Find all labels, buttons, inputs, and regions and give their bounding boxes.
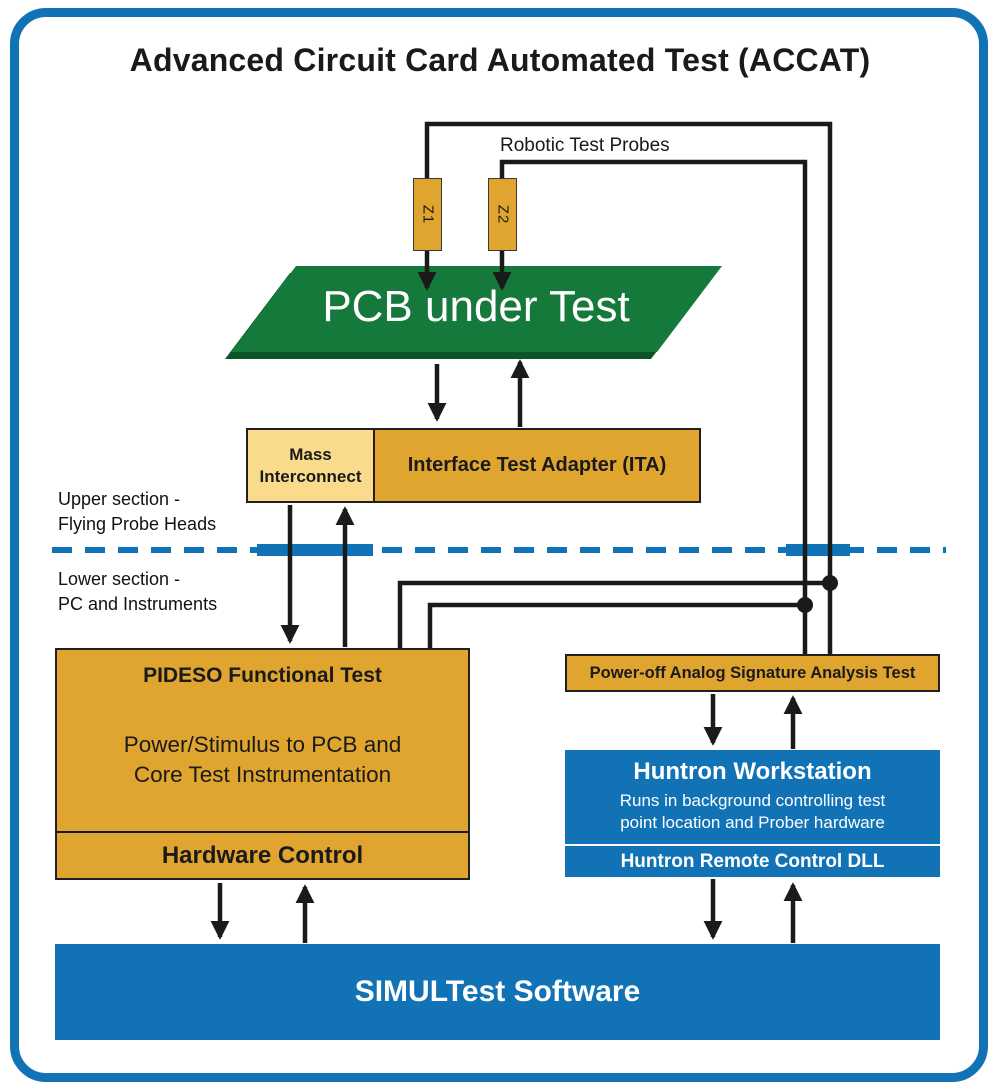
probe-z2: Z2 — [488, 178, 517, 251]
huntron-title: Huntron Workstation — [633, 758, 872, 785]
upper-section-label: Upper section - Flying Probe Heads — [58, 489, 217, 534]
simultest-software-box: SIMULTest Software — [55, 944, 940, 1040]
pideso-box: PIDESO Functional Test Power/Stimulus to… — [55, 648, 470, 880]
pideso-branch-line-lower — [427, 602, 805, 648]
huntron-workstation-box: Huntron Workstation Runs in background c… — [565, 750, 940, 877]
junction-dot-upper — [822, 575, 838, 591]
huntron-dll-label: Huntron Remote Control DLL — [565, 844, 940, 877]
pideso-title: PIDESO Functional Test — [143, 664, 382, 687]
probe-z2-label: Z2 — [493, 204, 511, 225]
divider-solid-segment-right — [786, 544, 850, 556]
z1-to-poweroff-line — [424, 121, 833, 654]
pcb-under-test-label: PCB under Test — [322, 282, 630, 331]
power-off-analysis-bar: Power-off Analog Signature Analysis Test — [565, 654, 940, 692]
divider-solid-segment-left — [257, 544, 373, 556]
diagram-title: Advanced Circuit Card Automated Test (AC… — [129, 42, 871, 78]
ita-assembly: Mass Interconnect Interface Test Adapter… — [246, 428, 701, 503]
probe-z1-label: Z1 — [418, 204, 436, 225]
ita-box: Interface Test Adapter (ITA) — [375, 430, 699, 501]
junction-dot-lower — [797, 597, 813, 613]
robotic-probes-label: Robotic Test Probes — [500, 135, 670, 156]
probe-z1: Z1 — [413, 178, 442, 251]
pcb-board — [231, 266, 722, 352]
lower-section-label: Lower section - PC and Instruments — [58, 569, 218, 614]
z2-to-poweroff-line — [499, 159, 808, 654]
pideso-body: Power/Stimulus to PCB and Core Test Inst… — [123, 731, 402, 787]
pideso-branch-line-upper — [397, 580, 830, 648]
hardware-control-label: Hardware Control — [57, 831, 468, 878]
huntron-body: Runs in background controlling test poin… — [619, 791, 886, 832]
mass-interconnect-box: Mass Interconnect — [248, 430, 375, 501]
